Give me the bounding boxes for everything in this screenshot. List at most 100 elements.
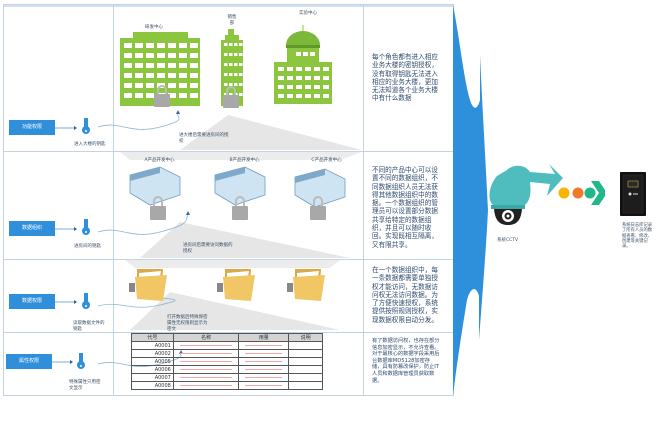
flow-dots: [558, 181, 605, 205]
window: [135, 63, 143, 68]
window: [190, 43, 198, 48]
window: [146, 83, 154, 88]
window: [190, 53, 198, 58]
data-organization-button[interactable]: 数据组织: [9, 221, 55, 236]
annotation: 进大楼后需要进房间的授权: [179, 133, 229, 144]
description-organization: 不同的产品中心可以设置不同的数据组织，不同数据组织人员无法获得其他数据组织中的数…: [372, 166, 438, 249]
window: [168, 53, 176, 58]
window: [190, 93, 198, 98]
window: [305, 94, 311, 98]
encrypted-value: [245, 377, 283, 378]
window: [146, 73, 154, 78]
encrypted-value: [245, 345, 283, 346]
window: [168, 43, 176, 48]
padlock-icon: [150, 196, 326, 220]
window: [229, 53, 233, 56]
building-label: 实验中心: [299, 11, 317, 16]
description-function: 每个角色都有进入相应业务大楼的密钥授权，没有取得钥匙无法进入相应的业务大楼，更加…: [372, 53, 438, 103]
window: [168, 63, 176, 68]
building-lab-icon: [274, 25, 332, 104]
column-header: 代号: [131, 333, 174, 342]
safe-icon: [620, 172, 646, 216]
window: [278, 85, 284, 89]
code-cell: A0002: [131, 349, 174, 358]
table-row: A0007: [131, 373, 323, 382]
window: [314, 94, 320, 98]
window: [146, 63, 154, 68]
window: [287, 67, 293, 71]
dot-green: [584, 187, 596, 199]
window: [146, 43, 154, 48]
blue-arrow-shape: [453, 5, 488, 396]
window: [296, 67, 302, 71]
window: [234, 63, 238, 66]
window: [229, 63, 233, 66]
office-label: C产品开发中心: [311, 158, 342, 163]
annotation: 进房间后需要访问数据的授权: [183, 243, 233, 254]
encrypted-value: [179, 345, 233, 346]
window: [179, 63, 187, 68]
window: [239, 73, 243, 76]
data-permission-button[interactable]: 数据权限: [9, 294, 55, 309]
column-divider: [113, 4, 114, 396]
encrypted-value: [245, 369, 283, 370]
window: [135, 73, 143, 78]
window: [239, 43, 243, 46]
encrypted-value: [179, 369, 233, 370]
function-permission-button[interactable]: 功能权限: [9, 120, 55, 135]
window: [323, 85, 329, 89]
window: [135, 43, 143, 48]
window: [314, 76, 320, 80]
funnel-2: [140, 222, 350, 258]
window: [224, 63, 228, 66]
dot-orange: [572, 187, 584, 199]
row-divider: [3, 332, 454, 333]
folders: [129, 269, 325, 301]
office-label: B产品开发中心: [229, 158, 260, 163]
buildings: [120, 25, 332, 108]
window: [224, 83, 228, 86]
window: [305, 67, 311, 71]
window: [287, 85, 293, 89]
offices: [129, 166, 346, 220]
code-cell: A0008: [131, 381, 174, 390]
chevron-right-icon: [591, 181, 605, 205]
connector-1: [97, 112, 180, 130]
window: [296, 76, 302, 80]
window: [179, 73, 187, 78]
window: [314, 67, 320, 71]
window: [278, 94, 284, 98]
window: [234, 83, 238, 86]
window: [234, 53, 238, 56]
column-header: 名称: [172, 333, 240, 342]
window: [239, 63, 243, 66]
window: [179, 93, 187, 98]
code-cell: A0005: [131, 357, 174, 366]
window: [224, 43, 228, 46]
window: [157, 63, 165, 68]
attribute-permission-button[interactable]: 属性权限: [6, 354, 52, 369]
code-cell: A0001: [131, 341, 174, 350]
window: [229, 73, 233, 76]
window: [179, 53, 187, 58]
window: [310, 52, 315, 56]
row-divider: [3, 151, 454, 152]
window: [124, 93, 132, 98]
office-b-icon: [214, 166, 266, 206]
window: [224, 53, 228, 56]
window: [287, 76, 293, 80]
table-row: A0008: [131, 381, 323, 390]
window: [296, 85, 302, 89]
window: [124, 83, 132, 88]
cctv-camera-icon: [489, 164, 563, 225]
window: [323, 94, 329, 98]
connector-2: [97, 213, 189, 235]
padlock-icon: [154, 85, 239, 108]
table-row: A0006: [131, 365, 323, 374]
encrypted-value: [179, 361, 233, 362]
key-caption: 读取数据文件的钥匙: [73, 321, 105, 332]
window: [124, 63, 132, 68]
window: [179, 43, 187, 48]
window: [124, 73, 132, 78]
window: [314, 85, 320, 89]
